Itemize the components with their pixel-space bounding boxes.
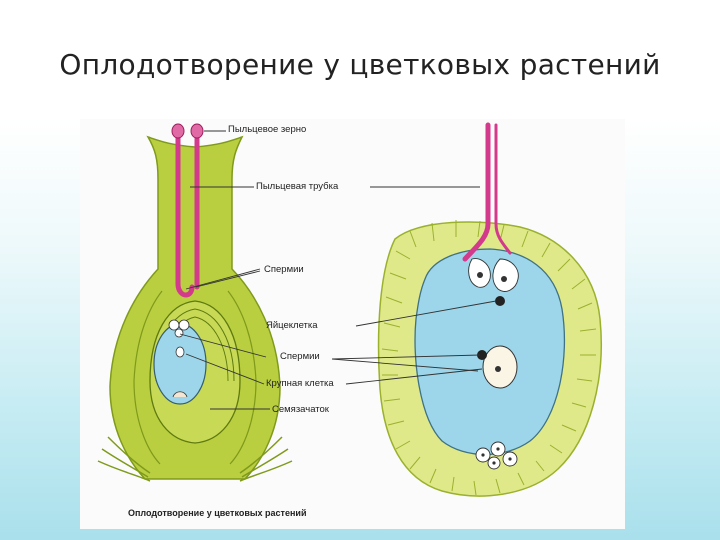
figure-panel: Пыльцевое зерно Пыльцевая трубка Спермии…	[80, 119, 625, 529]
label-pollen-tube: Пыльцевая трубка	[256, 181, 339, 192]
pollen-tube-right	[462, 122, 491, 262]
label-sperm-top: Спермии	[264, 264, 304, 275]
egg-cell-sperm	[495, 296, 505, 306]
pollen-grain	[171, 123, 185, 139]
figure-caption: Оплодотворение у цветковых растений	[128, 508, 307, 518]
label-pollen-grain: Пыльцевое зерно	[228, 124, 307, 135]
fertilization-diagram	[97, 122, 602, 497]
slide-title: Оплодотворение у цветковых растений	[59, 48, 661, 81]
pollen-tube-left	[175, 130, 195, 298]
label-ovule: Семязачаток	[272, 404, 329, 415]
label-sperm-bottom: Спермии	[280, 351, 320, 362]
leader-lines	[179, 130, 497, 410]
label-large-cell: Крупная клетка	[266, 378, 334, 389]
ovule-closeup-drawing	[377, 122, 602, 497]
pistil-drawing	[97, 123, 293, 482]
label-egg-cell: Яйцеклетка	[266, 320, 318, 331]
central-cell-sperm	[477, 350, 487, 360]
